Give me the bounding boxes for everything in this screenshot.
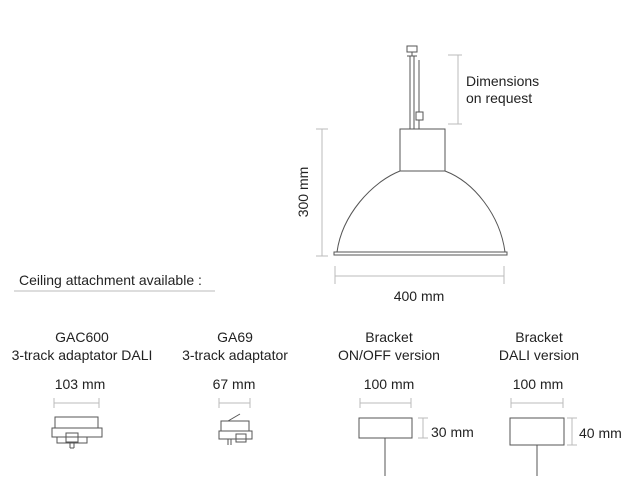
bracket-onoff-drawing xyxy=(358,398,428,476)
ceiling-attachment-heading: Ceiling attachment available : xyxy=(19,272,202,288)
lamp-shade xyxy=(333,128,508,256)
dimensions-note-line1: Dimensions xyxy=(466,73,540,89)
dimensions-note-line2: on request xyxy=(466,90,533,106)
width-dimension-line xyxy=(334,266,505,284)
gac600-adaptor-drawing xyxy=(51,398,103,449)
attachment-name: Bracket xyxy=(365,329,413,345)
width-label: 400 mm xyxy=(393,288,445,304)
suspension-assembly xyxy=(406,45,424,129)
attachment-height-label: 30 mm xyxy=(431,424,474,440)
attachment-name: Bracket xyxy=(515,329,563,345)
attachment-width-label: 103 mm xyxy=(54,376,106,392)
attachment-width-label: 100 mm xyxy=(512,376,564,392)
attachment-description: ON/OFF version xyxy=(338,347,440,363)
height-label: 300 mm xyxy=(295,166,311,218)
note-dimension-bracket xyxy=(448,54,462,125)
ga69-adaptor-drawing xyxy=(218,398,253,445)
attachment-width-label: 100 mm xyxy=(363,376,415,392)
attachment-width-label: 67 mm xyxy=(212,376,256,392)
height-dimension-line xyxy=(316,128,328,257)
attachment-name: GA69 xyxy=(217,329,253,345)
attachment-description: 3-track adaptator DALI xyxy=(11,347,153,363)
attachment-height-label: 40 mm xyxy=(579,425,622,441)
attachment-name: GAC600 xyxy=(55,329,109,345)
attachment-description: 3-track adaptator xyxy=(182,347,288,363)
attachment-description: DALI version xyxy=(498,347,580,363)
bracket-dali-drawing xyxy=(509,398,577,476)
